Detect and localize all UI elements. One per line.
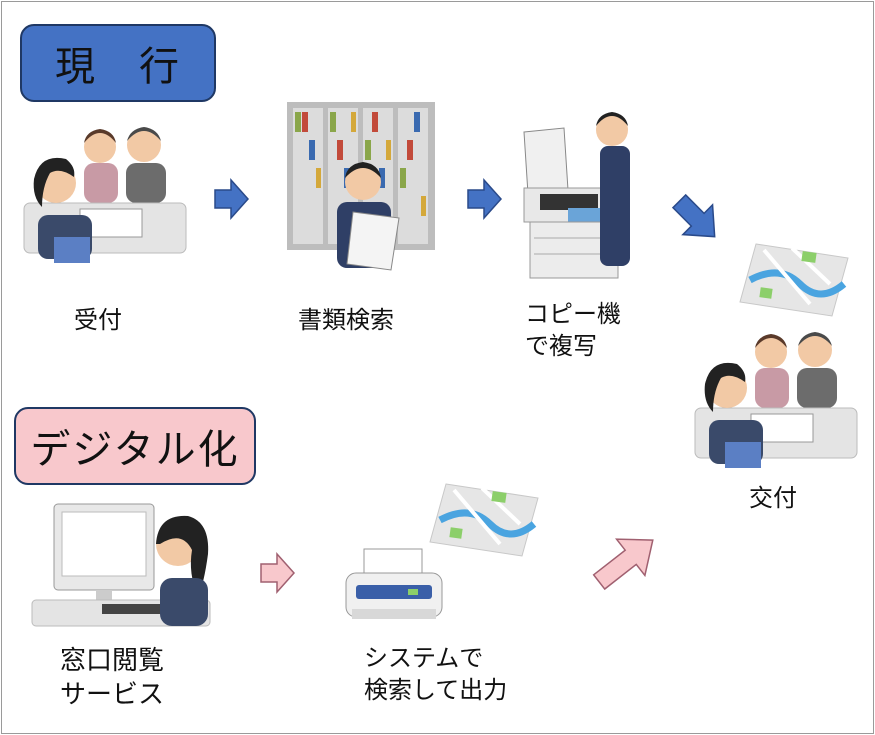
- step-label-delivery: 交付: [749, 484, 797, 512]
- arrow-right-icon: [214, 178, 250, 220]
- arrow-right-icon: [260, 552, 296, 594]
- step-label-reception: 受付: [74, 306, 122, 334]
- step-label-photocopy: コピー機 で複写: [525, 300, 621, 360]
- current-process-badge: 現 行: [20, 24, 216, 102]
- bookshelf-search-illustration: [287, 102, 435, 271]
- step-label-window-viewing-service: 窓口閲覧 サービス: [60, 646, 165, 710]
- arrow-down-right-icon: [671, 193, 716, 238]
- step-label-system-search-output: システムで 検索して出力: [364, 644, 508, 704]
- digital-process-badge: デジタル化: [14, 407, 256, 485]
- delivery-map-illustration: [739, 243, 849, 317]
- arrow-right-icon: [467, 178, 503, 220]
- copy-machine-illustration: [523, 112, 630, 279]
- step-label-document-search: 書類検索: [298, 306, 394, 334]
- printed-map-illustration: [429, 483, 539, 557]
- arrow-up-right-icon: [592, 538, 654, 591]
- printer-illustration: [345, 548, 443, 619]
- computer-terminal-illustration: [31, 503, 211, 627]
- reception-counter-illustration: [23, 127, 187, 263]
- delivery-counter-illustration: [694, 332, 858, 468]
